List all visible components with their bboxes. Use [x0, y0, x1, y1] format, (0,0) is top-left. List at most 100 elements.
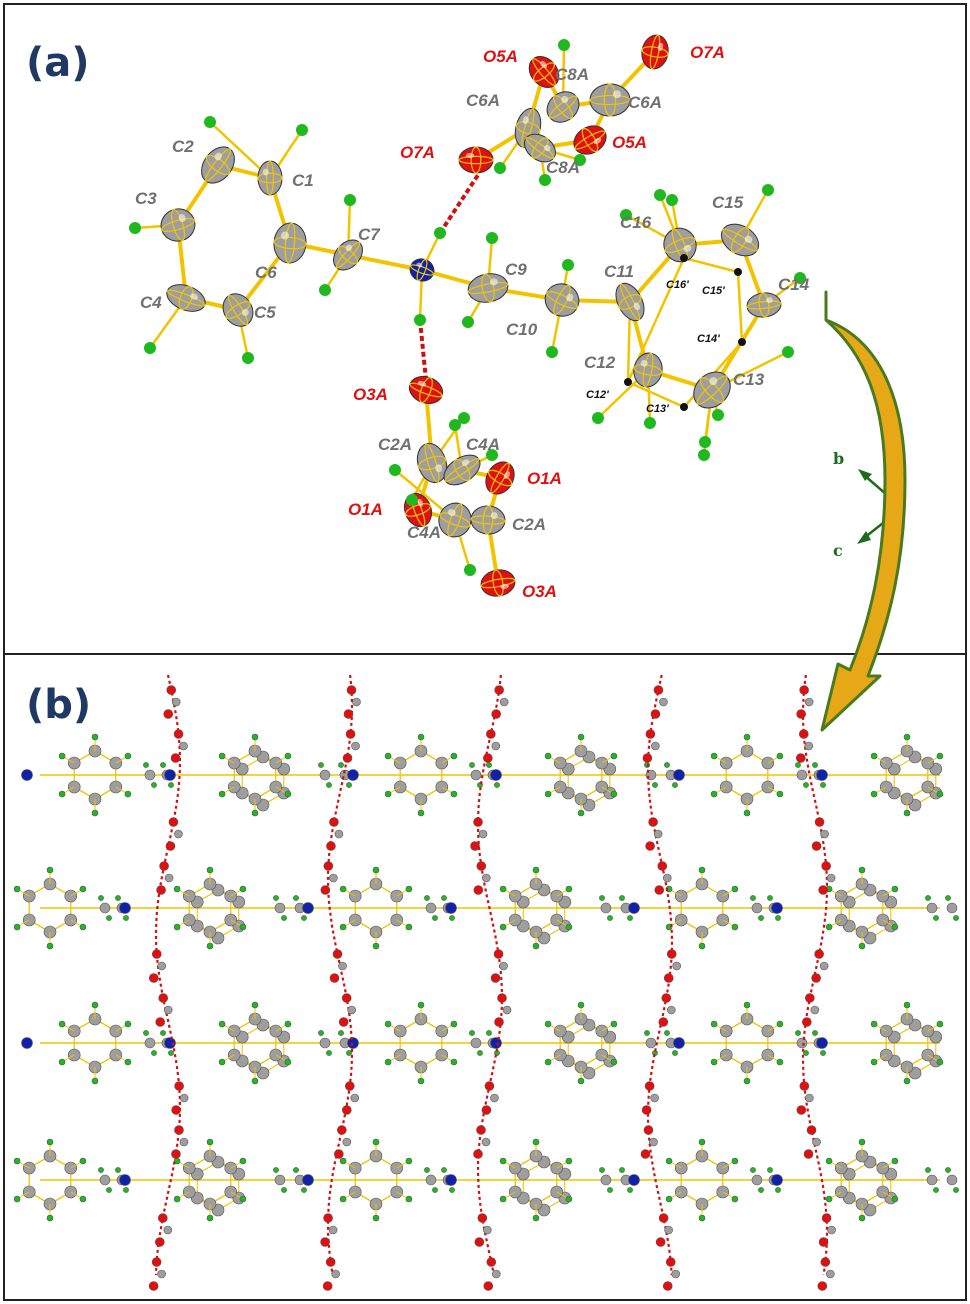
carbon-atom-ring [531, 137, 549, 159]
packing-hydrogen [405, 885, 413, 893]
packing-nitrogen [771, 1174, 783, 1186]
oxygen-atom [480, 569, 516, 597]
packing-hydrogen [731, 885, 739, 893]
packing-carbon [499, 697, 509, 707]
packing-hydrogen [627, 915, 633, 921]
hydrogen-atom [654, 189, 666, 201]
packing-hydrogen [858, 1138, 866, 1146]
atom-label-carbon: C8A [546, 158, 580, 177]
packing-hydrogen [499, 923, 507, 931]
packing-hydrogen [891, 885, 899, 893]
packing-hydrogen [731, 923, 739, 931]
packing-oxygen [657, 861, 668, 871]
packing-carbon [659, 697, 668, 707]
packing-hydrogen [743, 809, 751, 817]
atom-label-oxygen: O1A [527, 469, 562, 488]
packing-hydrogen [151, 782, 157, 788]
packing-oxygen [803, 1149, 814, 1159]
packing-oxygen [645, 729, 656, 739]
packing-hydrogen [710, 790, 718, 798]
packing-carbon [331, 1269, 340, 1279]
oxygen-atom-highlight [417, 498, 424, 507]
packing-carbon [157, 1269, 166, 1279]
atom-label-carbon: C8A [555, 65, 589, 84]
oxygen-atom-ring [458, 155, 494, 165]
packing-carbon [946, 902, 958, 914]
packing-oxygen [151, 1257, 162, 1267]
carbon-atom-highlight [489, 278, 498, 286]
oxygen-atom [485, 461, 515, 495]
carbon-atom-highlight [345, 244, 353, 251]
hydrogen-atom [558, 39, 570, 51]
packing-carbon [796, 769, 808, 781]
atom-label-carbon: C4 [140, 293, 162, 312]
packing-hydrogen [339, 923, 347, 931]
carbon-atom [746, 292, 782, 318]
packing-oxygen [148, 973, 159, 983]
packing-oxygen [151, 949, 162, 959]
carbon-atom-body [589, 83, 631, 117]
packing-oxygen [483, 1281, 494, 1291]
packing-hydrogen [284, 1020, 292, 1028]
packing-hydrogen [115, 1167, 121, 1173]
packing-oxygen [665, 1257, 676, 1267]
packing-nitrogen [816, 1037, 828, 1049]
packing-hydrogen [486, 762, 492, 768]
carbon-atom-ring [205, 154, 231, 176]
packing-hydrogen [449, 915, 455, 921]
carbon-atom-ring [266, 160, 274, 196]
packing-hydrogen [577, 1001, 585, 1009]
packing-hydrogen [91, 733, 99, 741]
packing-hydrogen [441, 1167, 447, 1173]
atom-label-disorder: C16' [666, 279, 689, 291]
packing-oxygen [483, 753, 493, 763]
packing-oxygen [341, 993, 352, 1003]
packing-hydrogen [664, 762, 670, 768]
packing-hydrogen [812, 762, 818, 768]
packing-carbon [351, 741, 360, 751]
packing-hydrogen [795, 762, 801, 768]
carbon-atom-ring [758, 292, 770, 318]
carbon-atom-highlight [544, 144, 551, 152]
packing-hydrogen [610, 752, 618, 760]
packing-carbon [820, 829, 829, 839]
packing-carbon [672, 961, 682, 971]
packing-hydrogen [743, 733, 751, 741]
carbon-atom-ring [439, 512, 471, 528]
packing-hydrogen [812, 1030, 818, 1036]
packing-hydrogen [577, 809, 585, 817]
packing-carbon [482, 873, 491, 883]
packing-carbon [347, 1005, 356, 1015]
packing-oxygen [666, 949, 677, 959]
hydrogen-bond [438, 173, 480, 235]
packing-hydrogen [494, 782, 500, 788]
packing-hydrogen [945, 895, 951, 901]
carbon-atom [438, 502, 472, 538]
packing-hydrogen [91, 809, 99, 817]
oxygen-atom-ring [487, 469, 513, 487]
carbon-atom-ring [453, 458, 471, 482]
packing-carbon [819, 961, 829, 971]
axis-label-b: b [833, 449, 844, 468]
packing-carbon [342, 1137, 352, 1147]
disorder-bond [627, 380, 685, 409]
packing-hydrogen [825, 1157, 833, 1165]
hydrogen-atom [129, 222, 141, 234]
packing-hydrogen [284, 790, 292, 798]
hydrogen-atom [699, 436, 711, 448]
packing-hydrogen [58, 752, 66, 760]
carbon-atom [615, 282, 645, 322]
axis-label-c: c [833, 541, 843, 560]
packing-hydrogen [698, 942, 706, 950]
packing-oxygen [329, 973, 340, 983]
carbon-atom-ring [633, 364, 663, 376]
packing-hydrogen [499, 1157, 507, 1165]
packing-nitrogen [445, 1174, 457, 1186]
carbon-atom-highlight [190, 293, 198, 300]
packing-oxygen [476, 1125, 486, 1135]
packing-hydrogen [610, 1058, 618, 1066]
packing-carbon [274, 902, 286, 914]
oxygen-atom-ring [405, 503, 431, 517]
packing-oxygen [171, 1105, 181, 1115]
packing-hydrogen [417, 1001, 425, 1009]
